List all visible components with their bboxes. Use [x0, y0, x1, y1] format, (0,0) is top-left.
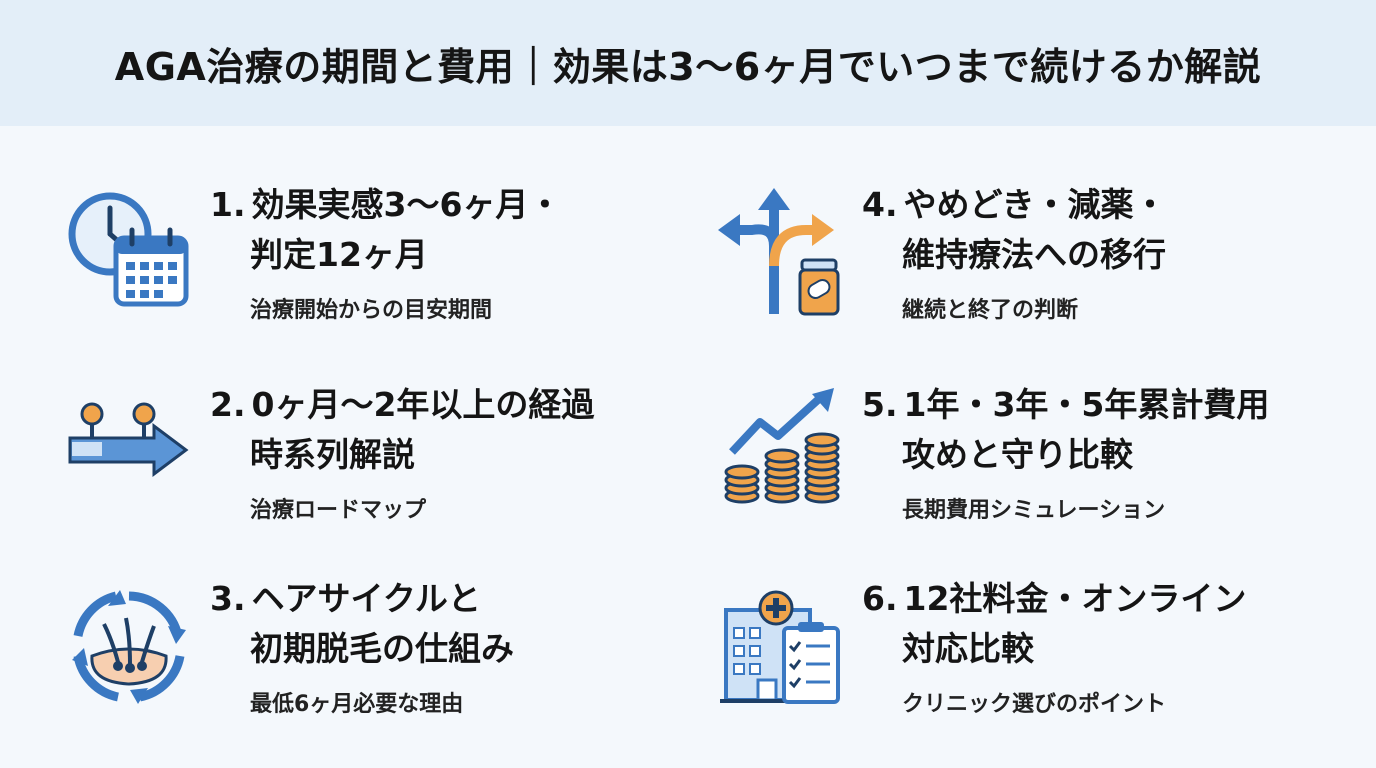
item-subtitle: 治療開始からの目安期間: [250, 298, 493, 323]
clock-calendar-icon: [66, 190, 192, 312]
item-title-line1: 0ヶ月〜2年以上の経過: [251, 385, 595, 424]
item-subtitle: 長期費用シミュレーション: [902, 498, 1166, 523]
item-number: 5.: [862, 385, 898, 424]
item-title: 4.やめどき・減薬・ 維持療法への移行: [862, 180, 1167, 280]
timeline-arrow-icon: [66, 400, 192, 480]
clinic-checklist-icon: [718, 584, 844, 708]
page-title: AGA治療の期間と費用｜効果は3〜6ヶ月でいつまで続けるか解説: [114, 44, 1262, 89]
header-banner: AGA治療の期間と費用｜効果は3〜6ヶ月でいつまで続けるか解説: [0, 0, 1376, 126]
item-title-line1: やめどき・減薬・: [903, 185, 1167, 224]
coins-growth-icon: [720, 386, 844, 510]
item-number: 4.: [862, 185, 898, 224]
hair-cycle-icon: [68, 586, 190, 708]
item-title: 5.1年・3年・5年累計費用 攻めと守り比較: [862, 380, 1269, 480]
item-subtitle: 最低6ヶ月必要な理由: [250, 692, 464, 717]
item-title-line2: 初期脱毛の仕組み: [250, 629, 514, 668]
item-title: 3.ヘアサイクルと 初期脱毛の仕組み: [210, 574, 514, 674]
item-title-line1: 12社料金・オンライン: [903, 579, 1247, 618]
item-title-line2: 判定12ヶ月: [250, 235, 428, 274]
item-title-line2: 攻めと守り比較: [902, 435, 1133, 474]
item-number: 3.: [210, 579, 246, 618]
item-subtitle: 継続と終了の判断: [902, 298, 1079, 323]
item-title: 1.効果実感3〜6ヶ月・ 判定12ヶ月: [210, 180, 561, 280]
item-title-line1: ヘアサイクルと: [251, 579, 481, 618]
item-title-line2: 維持療法への移行: [902, 235, 1166, 274]
item-number: 1.: [210, 185, 246, 224]
item-number: 6.: [862, 579, 898, 618]
item-title: 6.12社料金・オンライン 対応比較: [862, 574, 1246, 674]
branching-arrows-pill-icon: [716, 186, 842, 318]
item-title-line2: 時系列解説: [250, 435, 415, 474]
item-title-line2: 対応比較: [902, 629, 1034, 668]
item-subtitle: 治療ロードマップ: [250, 498, 427, 523]
item-subtitle: クリニック選びのポイント: [902, 692, 1167, 717]
item-number: 2.: [210, 385, 246, 424]
item-title-line1: 効果実感3〜6ヶ月・: [251, 185, 562, 224]
item-title: 2.0ヶ月〜2年以上の経過 時系列解説: [210, 380, 594, 480]
item-title-line1: 1年・3年・5年累計費用: [903, 385, 1270, 424]
